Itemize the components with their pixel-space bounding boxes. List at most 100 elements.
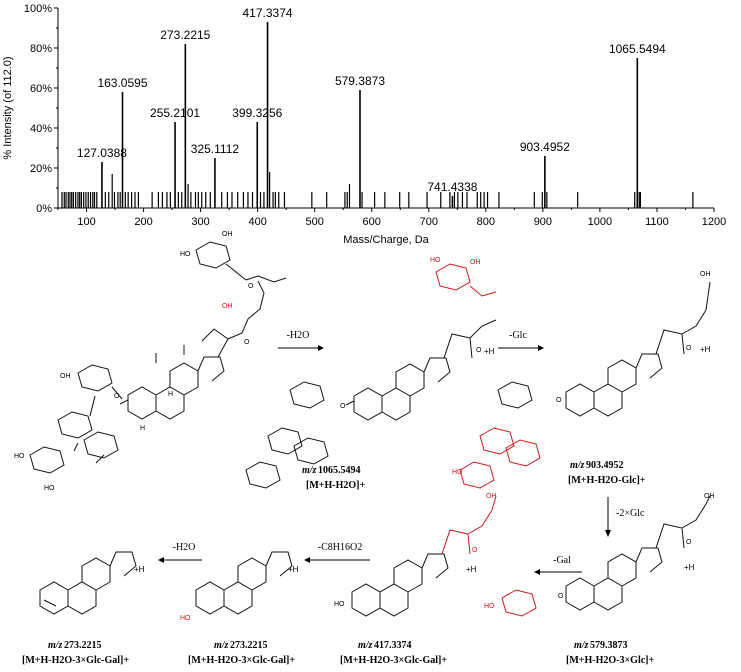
y-axis-label: % Intensity (of 112.0)	[2, 56, 14, 159]
oh-label: OH	[704, 493, 715, 500]
mz-prefix: m/z	[214, 640, 229, 651]
ion-formula: [M+H-H2O]+	[306, 480, 365, 491]
oh-label: OH	[60, 373, 71, 380]
molecule-579: OH O +H O HO m/z 579.3873 [M+H-H2O-3×Glc…	[484, 493, 715, 666]
x-tick-label: 100	[77, 216, 95, 228]
o-label: O	[340, 403, 346, 410]
molecule-903: OH O +H O HO m/z 903.4952 [M+H-H2O-Glc]+	[452, 271, 711, 489]
arrow-minus-2glc: -2×Glc	[605, 497, 645, 537]
plus-h-label: +H	[700, 345, 711, 354]
molecule-273-a: HO +H m/z 273.2215 [M+H-H2O-3×Glc-Gal]+	[180, 551, 299, 666]
step-label: -C8H16O2	[318, 542, 362, 553]
o-label: O	[244, 339, 250, 346]
mz-prefix: m/z	[48, 640, 63, 651]
x-tick-label: 300	[191, 216, 209, 228]
mz-prefix: m/z	[302, 465, 317, 476]
peak-label: 255.2101	[150, 106, 200, 120]
arrow-minus-c8h16o2: -C8H16O2	[304, 542, 370, 563]
step-label: -Glc	[509, 330, 527, 341]
plus-h-label: +H	[288, 565, 299, 574]
y-tick-label: 60%	[30, 83, 52, 95]
plus-h-label: +H	[484, 347, 495, 356]
oh-label: OH	[700, 271, 711, 278]
peak-label: 579.3873	[335, 74, 385, 88]
mz-value: 273.2215	[230, 640, 268, 651]
peak-label: 325.1112	[191, 142, 240, 156]
o-label-red: O	[472, 547, 478, 554]
ho-label-red: HO	[430, 257, 441, 264]
x-tick-label: 600	[363, 216, 381, 228]
arrow-minus-h2o-1: -H2O	[278, 330, 324, 351]
mz-prefix: m/z	[570, 460, 585, 471]
peak-label: 741.4338	[427, 180, 477, 194]
x-tick-label: 200	[134, 216, 152, 228]
peak-label: 1065.5494	[609, 42, 666, 56]
o-label: O	[686, 539, 692, 546]
oh-label: OH	[222, 231, 233, 238]
x-tick-label: 1200	[702, 216, 726, 228]
ion-formula: [M+H-H2O-Glc]+	[568, 475, 646, 486]
plus-h-label: +H	[684, 563, 695, 572]
y-tick-label: 20%	[30, 163, 52, 175]
mz-value: 1065.5494	[318, 465, 361, 476]
plus-h-label: +H	[134, 565, 145, 574]
molecule-parent-glycoside: OH HO O OH O O OH HO HO H H	[14, 231, 287, 492]
o-label: O	[476, 347, 482, 354]
molecule-273-b: +H m/z 273.2215 [M+H-H2O-3×Glc-Gal]+	[22, 551, 145, 666]
step-label: -H2O	[287, 330, 310, 341]
mz-value: 579.3873	[590, 640, 628, 651]
molecule-1065: HO OH O O +H m/z 1065.5494 [M+H-H2O]+	[245, 257, 497, 491]
y-tick-label: 100%	[24, 3, 52, 15]
mz-prefix: m/z	[358, 640, 373, 651]
x-tick-label: 400	[248, 216, 266, 228]
mz-value: 417.3374	[374, 640, 412, 651]
arrow-minus-gal: -Gal	[534, 555, 582, 575]
ho-label: HO	[180, 251, 191, 258]
peak-bars	[61, 22, 694, 208]
step-label: -H2O	[173, 542, 196, 553]
ion-formula: [M+H-H2O-3×Glc-Gal]+	[188, 655, 295, 666]
ho-label-red: HO	[180, 615, 191, 622]
oh-label-red: OH	[470, 259, 481, 266]
h-label: H	[168, 391, 173, 398]
step-label: -Gal	[553, 555, 571, 566]
ho-label: HO	[44, 485, 55, 492]
ho-label: HO	[14, 453, 25, 460]
x-tick-label: 800	[477, 216, 495, 228]
plus-h-label: +H	[466, 565, 477, 574]
peak-label: 399.3256	[232, 106, 282, 120]
x-axis-label: Mass/Charge, Da	[343, 234, 429, 246]
o-label: O	[558, 593, 564, 600]
y-tick-label: 80%	[30, 43, 52, 55]
ion-formula: [M+H-H2O-3×Glc-Gal]+	[22, 655, 129, 666]
mz-value: 273.2215	[64, 640, 102, 651]
molecule-417: OH O +H HO m/z 417.3374 [M+H-H2O-3×Glc-G…	[334, 493, 497, 666]
ho-label-red: HO	[484, 603, 495, 610]
ho-label: HO	[334, 601, 345, 608]
peak-labels: 127.0388163.0595255.2101273.2215325.1112…	[77, 6, 666, 194]
mz-prefix: m/z	[574, 640, 589, 651]
x-tick-label: 700	[420, 216, 438, 228]
mz-value: 903.4952	[586, 460, 624, 471]
y-axis-ticks: 0% 20% 40% 60% 80% 100%	[24, 3, 58, 215]
h-label: H	[140, 425, 145, 432]
y-tick-label: 40%	[30, 123, 52, 135]
ho-label-red: HO	[452, 469, 463, 476]
o-label: O	[114, 393, 120, 400]
peak-label: 163.0595	[97, 76, 147, 90]
step-label: -2×Glc	[616, 508, 645, 519]
arrow-minus-h2o-2: -H2O	[158, 542, 202, 563]
peak-label: 903.4952	[520, 140, 570, 154]
ion-formula: [M+H-H2O-3×Glc]+	[566, 655, 654, 666]
x-tick-label: 1000	[588, 216, 612, 228]
x-tick-label: 500	[306, 216, 324, 228]
peak-label: 273.2215	[160, 28, 210, 42]
o-label: O	[556, 397, 562, 404]
x-tick-label: 900	[534, 216, 552, 228]
o-label: O	[686, 345, 692, 352]
y-tick-label: 0%	[36, 203, 52, 215]
oh-label-red: OH	[222, 303, 233, 310]
